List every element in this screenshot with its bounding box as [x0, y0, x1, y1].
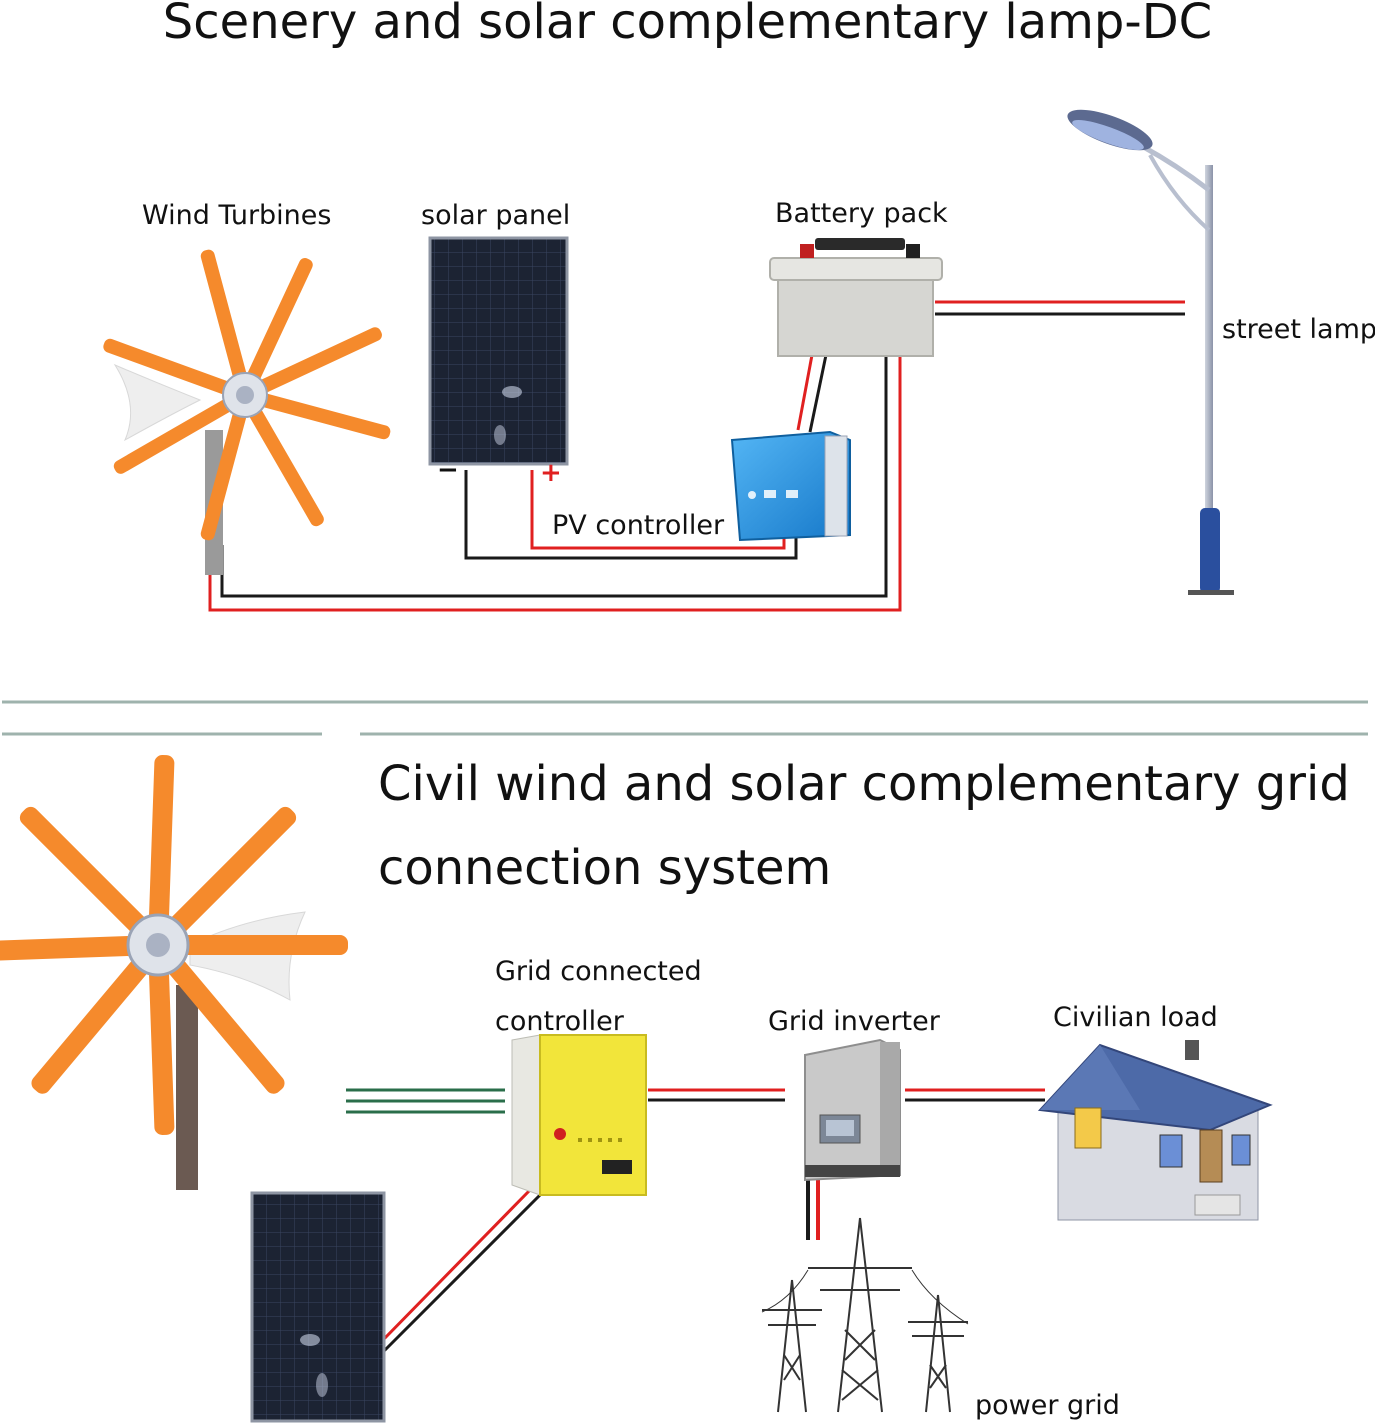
- label-street-lamp: street lamp: [1222, 314, 1375, 345]
- wire-turbine-grid-controller: [346, 1088, 505, 1114]
- grid-connected-controller: [511, 1034, 647, 1196]
- bottom-title-line-1: Civil wind and solar complementary grid: [378, 756, 1350, 812]
- house: [1037, 1040, 1273, 1221]
- wire-inverter-grid: [806, 1180, 820, 1240]
- label-grid-connected: Grid connected: [495, 956, 702, 987]
- wind-turbine-bottom: [0, 755, 348, 1190]
- grid-inverter: [804, 1038, 901, 1182]
- pv-controller: [730, 430, 851, 542]
- bottom-title: Civil wind and solar complementary grid …: [378, 742, 1358, 910]
- section-divider: [2, 700, 1368, 736]
- label-wind-turbines: Wind Turbines: [142, 200, 332, 231]
- wire-controller-battery: [796, 354, 828, 433]
- label-civilian-load: Civilian load: [1053, 1002, 1218, 1033]
- street-lamp: [1067, 109, 1234, 595]
- label-pv-controller: PV controller: [552, 510, 725, 541]
- label-power-grid: power grid: [975, 1390, 1120, 1421]
- wire-inverter-house: [905, 1088, 1045, 1102]
- wire-panel-grid-controller: [381, 1188, 542, 1354]
- wire-battery-lamp: [935, 300, 1185, 316]
- label-solar-panel: solar panel: [421, 200, 571, 231]
- label-controller: controller: [495, 1006, 624, 1037]
- label-battery-pack: Battery pack: [775, 198, 948, 229]
- wire-panel-controller: [464, 470, 798, 560]
- panel-minus-sign: −: [437, 455, 459, 485]
- top-title: Scenery and solar complementary lamp-DC: [162, 0, 1213, 50]
- wire-controller-inverter: [648, 1088, 785, 1102]
- panel-plus-sign: +: [540, 458, 562, 488]
- power-grid-towers: [761, 1217, 969, 1413]
- battery-pack: [769, 238, 943, 357]
- solar-panel-top: [428, 236, 569, 466]
- wind-turbine-top: [103, 249, 391, 575]
- bottom-title-line-2: connection system: [378, 840, 832, 896]
- solar-panel-bottom: [250, 1191, 386, 1423]
- label-grid-inverter: Grid inverter: [768, 1006, 940, 1037]
